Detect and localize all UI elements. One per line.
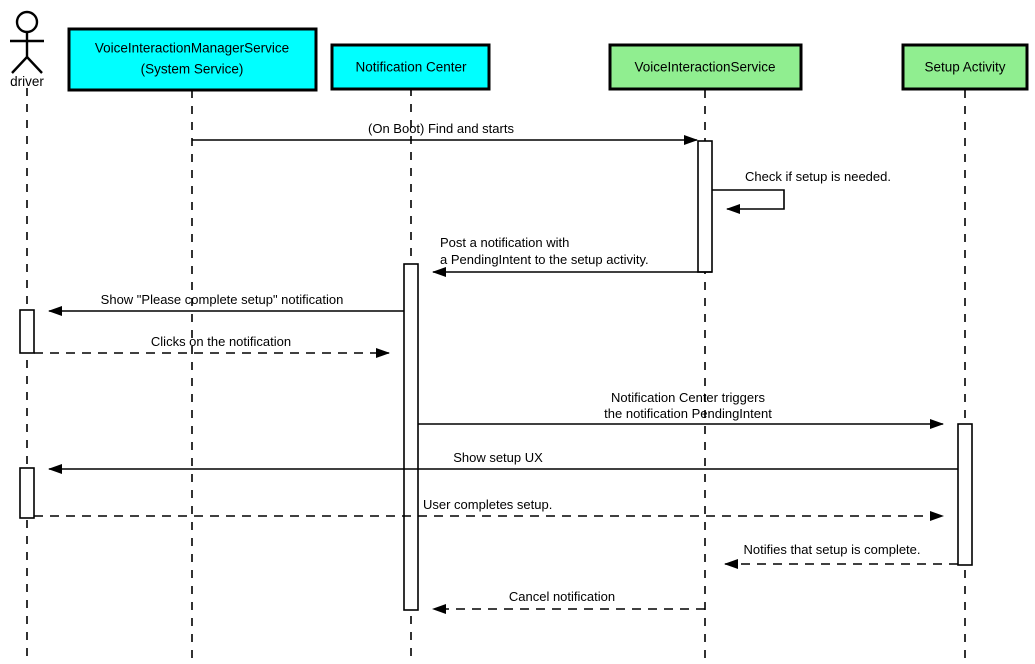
- message-label-m4: Show "Please complete setup" notificatio…: [101, 292, 344, 307]
- participant-driver[interactable]: driver: [10, 10, 44, 89]
- activation-bars-group: [19, 140, 973, 611]
- participant-box-notification-center[interactable]: [330, 43, 491, 91]
- message-label-m3-line2: a PendingIntent to the setup activity.: [440, 252, 649, 267]
- participant-vims[interactable]: VoiceInteractionManagerService (System S…: [67, 27, 318, 92]
- message-label-m7: Show setup UX: [453, 450, 543, 465]
- message-label-m9: Notifies that setup is complete.: [743, 542, 920, 557]
- participant-label-setup-activity: Setup Activity: [924, 60, 1005, 75]
- actor-leg-right-icon: [26, 56, 43, 74]
- message-m8: User completes setup.: [34, 497, 944, 521]
- actor-leg-left-icon: [11, 56, 28, 74]
- activation-driver-2: [19, 467, 35, 519]
- message-label-m6-line1: Notification Center triggers: [611, 390, 765, 405]
- message-m1: (On Boot) Find and starts: [192, 121, 698, 145]
- message-label-m1: (On Boot) Find and starts: [368, 121, 514, 136]
- participant-label-voiceinteractionservice: VoiceInteractionService: [634, 60, 775, 75]
- message-m6: Notification Center triggers the notific…: [418, 390, 944, 429]
- participant-label-vims-line1: VoiceInteractionManagerService: [95, 41, 289, 56]
- activation-voiceinteractionservice-1: [697, 140, 713, 273]
- participant-label-driver: driver: [10, 74, 44, 89]
- message-m3: Post a notification with a PendingIntent…: [432, 235, 712, 277]
- message-m4: Show "Please complete setup" notificatio…: [48, 292, 404, 316]
- message-line-m2: [712, 189, 785, 214]
- participant-notification-center[interactable]: Notification Center: [330, 43, 491, 91]
- participant-box-voiceinteractionservice[interactable]: [608, 43, 803, 91]
- message-label-m8: User completes setup.: [423, 497, 552, 512]
- message-m5: Clicks on the notification: [34, 334, 390, 358]
- participant-setup-activity[interactable]: Setup Activity: [901, 43, 1029, 91]
- message-label-m2: Check if setup is needed.: [745, 169, 891, 184]
- message-label-m5: Clicks on the notification: [151, 334, 291, 349]
- message-m2: Check if setup is needed.: [712, 169, 891, 214]
- actor-head-icon: [15, 10, 39, 34]
- participant-voiceinteractionservice[interactable]: VoiceInteractionService: [608, 43, 803, 91]
- activation-notification-center-1: [403, 263, 419, 611]
- message-m9: Notifies that setup is complete.: [724, 542, 958, 569]
- message-m7: Show setup UX: [48, 450, 958, 474]
- message-label-m10: Cancel notification: [509, 589, 615, 604]
- participant-label-notification-center: Notification Center: [355, 60, 467, 75]
- message-label-m3-line1: Post a notification with: [440, 235, 569, 250]
- participant-box-setup-activity[interactable]: [901, 43, 1029, 91]
- activation-driver-1: [19, 309, 35, 354]
- participant-box-vims[interactable]: [67, 27, 318, 92]
- participant-label-vims-line2: (System Service): [141, 62, 244, 77]
- message-m10: Cancel notification: [432, 589, 705, 614]
- activation-setup-activity-1: [957, 423, 973, 566]
- message-label-m6-line2: the notification PendingIntent: [604, 406, 772, 421]
